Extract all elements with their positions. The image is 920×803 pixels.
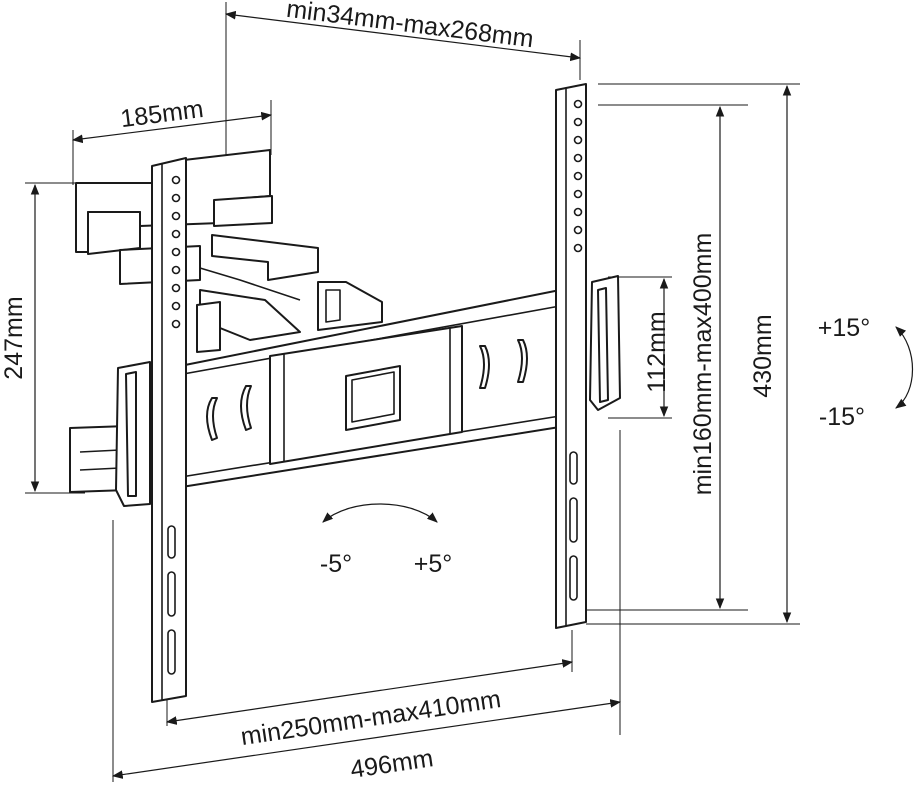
label-bracket-height: 430mm: [749, 314, 777, 397]
label-overall-width: 496mm: [349, 744, 436, 784]
vertical-arm-left: [151, 157, 187, 703]
label-wall-plate-width: 185mm: [119, 95, 205, 133]
horizontal-rail: [149, 289, 567, 493]
label-rail-height: 112mm: [643, 311, 671, 393]
label-tilt-up: +15°: [818, 314, 870, 342]
label-wall-plate-height: 247mm: [0, 296, 28, 379]
vertical-arm-right: [555, 83, 587, 629]
label-vesa-horizontal: min250mm-max410mm: [239, 685, 503, 751]
label-tilt-down: -15°: [819, 403, 865, 431]
label-arm-extension: min34mm-max268mm: [285, 0, 535, 53]
end-caps: [115, 275, 621, 507]
label-swivel-right: +5°: [414, 550, 453, 578]
dimension-lines: [25, 2, 913, 782]
angle-labels: +15° -15° -5° +5°: [320, 314, 870, 578]
label-swivel-left: -5°: [320, 550, 352, 578]
label-vesa-vertical: min160mm-max400mm: [689, 233, 717, 496]
